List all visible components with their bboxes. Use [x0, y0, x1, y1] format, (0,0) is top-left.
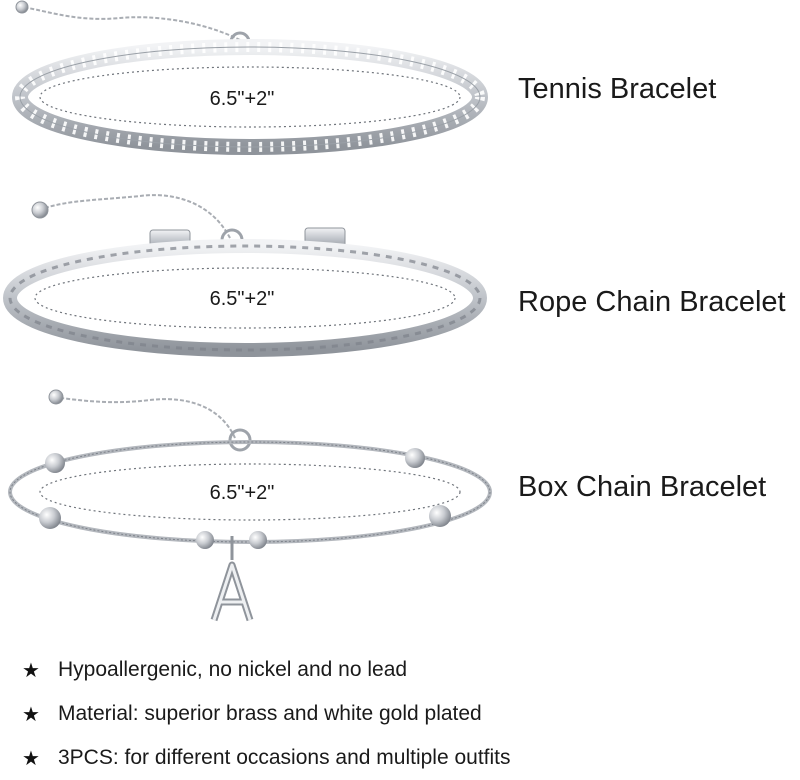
bracelet-illustrations [3, 0, 492, 622]
star-icon: ★ [22, 703, 40, 726]
box-chain-bracelet-size: 6.5"+2" [209, 482, 275, 504]
star-icon: ★ [22, 747, 40, 770]
feature-text: 3PCS: for different occasions and multip… [58, 746, 511, 769]
tennis-bracelet-image [12, 0, 488, 155]
feature-item: ★ 3PCS: for different occasions and mult… [22, 736, 792, 780]
feature-text: Material: superior brass and white gold … [58, 702, 482, 725]
star-icon: ★ [22, 659, 40, 682]
rope-chain-bracelet-size: 6.5"+2" [209, 288, 275, 310]
feature-text: Hypoallergenic, no nickel and no lead [58, 658, 408, 681]
box-chain-bracelet-title: Box Chain Bracelet [518, 471, 767, 503]
tennis-bracelet-size: 6.5"+2" [209, 88, 275, 110]
feature-list: ★ Hypoallergenic, no nickel and no lead … [22, 648, 792, 780]
rope-chain-bracelet-image [3, 194, 487, 357]
feature-item: ★ Hypoallergenic, no nickel and no lead [22, 648, 792, 692]
feature-item: ★ Material: superior brass and white gol… [22, 692, 792, 736]
tennis-bracelet-title: Tennis Bracelet [518, 73, 717, 105]
rope-chain-bracelet-title: Rope Chain Bracelet [518, 286, 786, 318]
box-chain-bracelet-image [8, 389, 492, 622]
